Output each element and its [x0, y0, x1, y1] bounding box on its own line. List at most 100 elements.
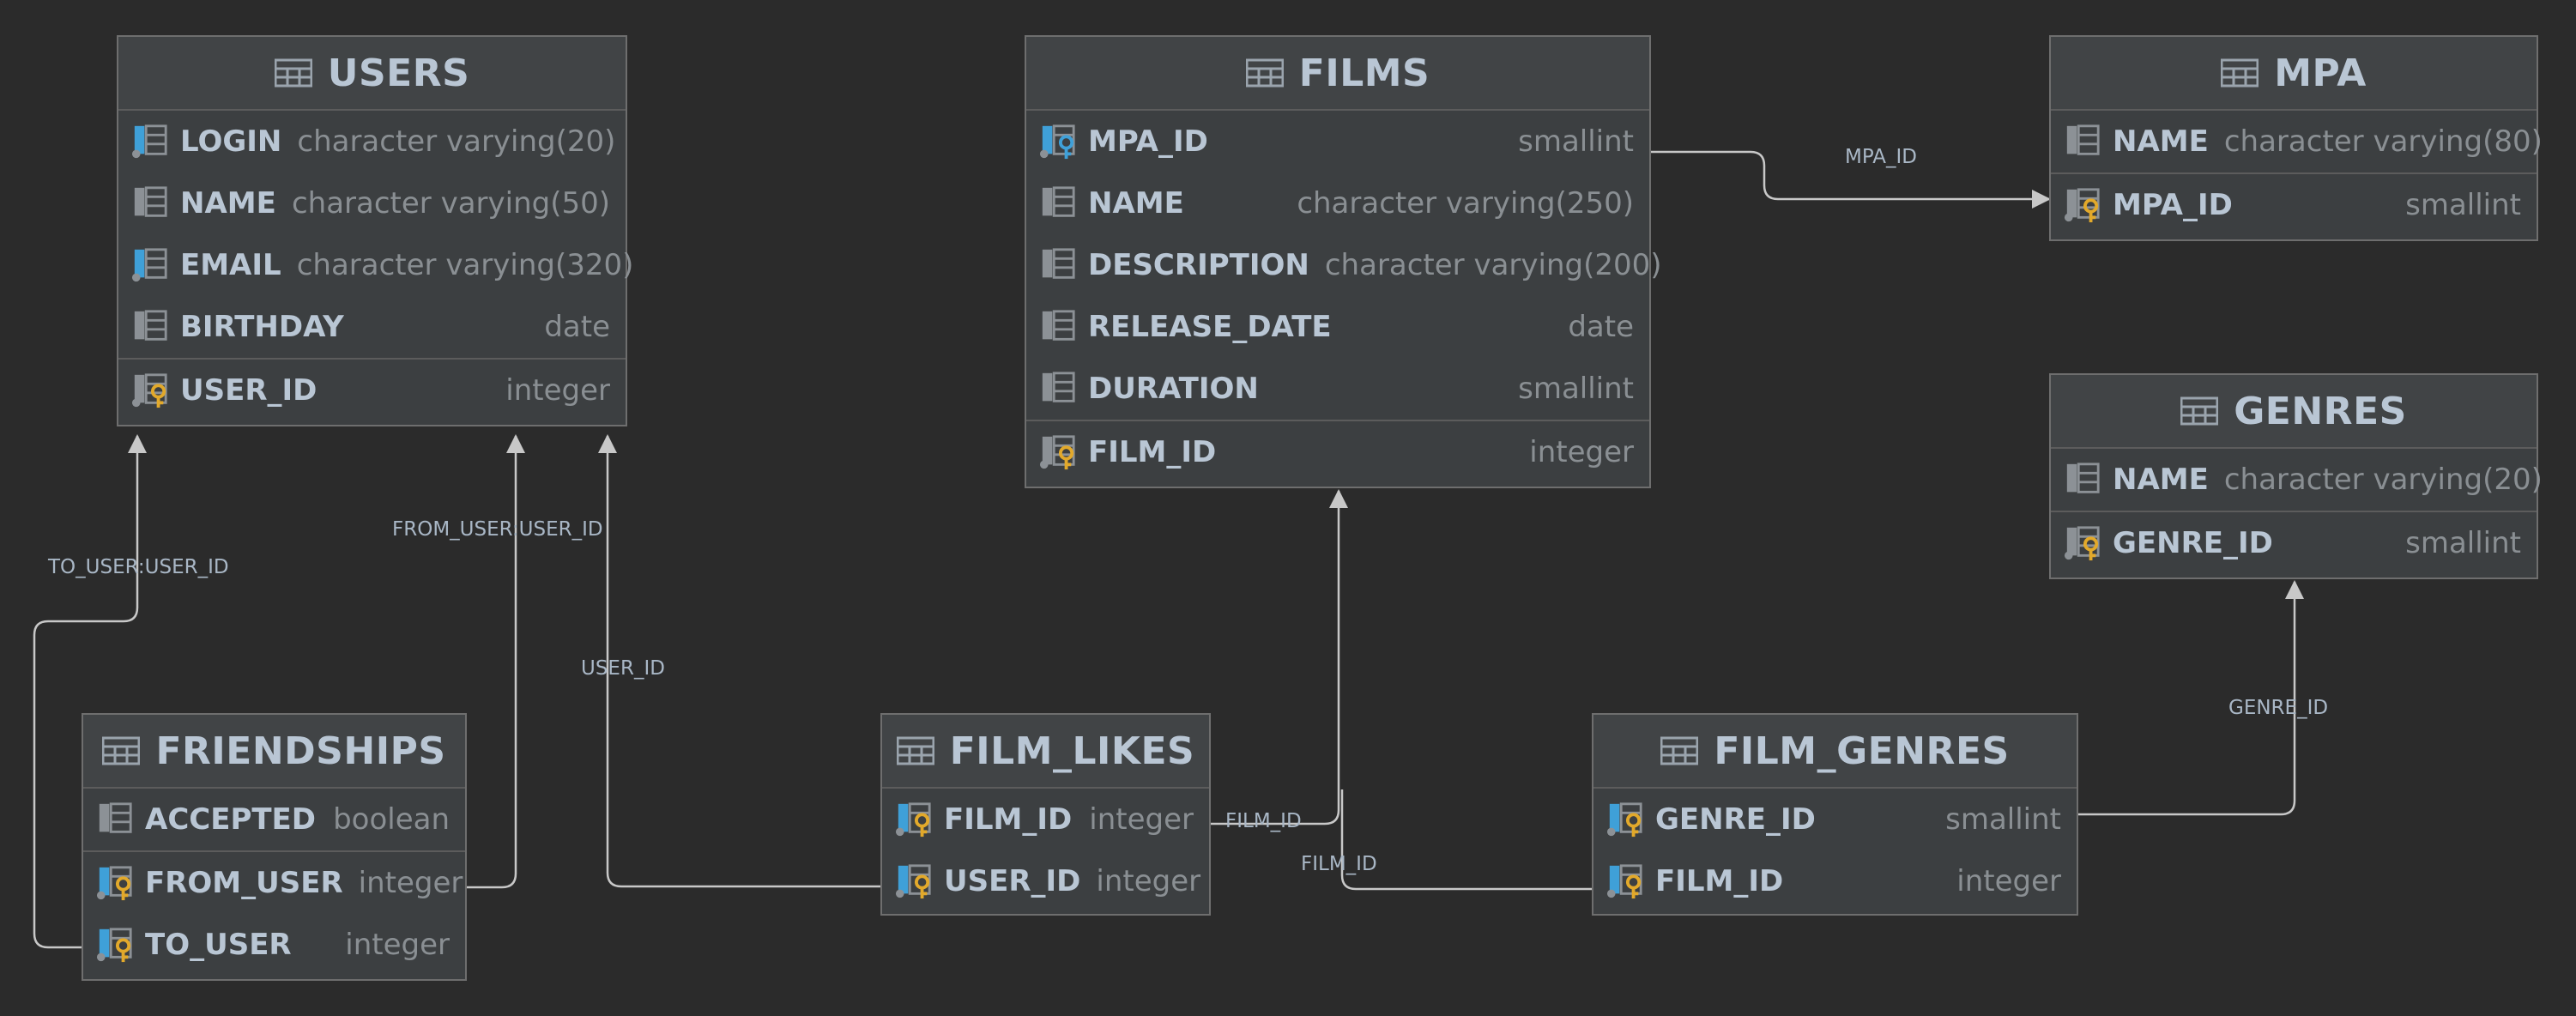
edge-label-genre-id: GENRE_ID — [2228, 697, 2329, 719]
indexed-column-icon — [131, 124, 167, 159]
table-icon — [274, 58, 312, 88]
column-type: integer — [1529, 435, 1634, 469]
table-header[interactable]: FILM_LIKES — [882, 715, 1209, 789]
table-icon — [2180, 396, 2219, 426]
column-row[interactable]: TO_USER integer — [83, 914, 465, 976]
column-name: NAME — [2113, 124, 2209, 159]
column-name: ACCEPTED — [145, 802, 317, 837]
table-header[interactable]: FILM_GENRES — [1593, 715, 2077, 789]
table-title: MPA — [2274, 51, 2367, 95]
column-type: integer — [1089, 802, 1194, 837]
column-type: character varying(20) — [297, 124, 616, 159]
table-header[interactable]: MPA — [2051, 37, 2537, 111]
column-row[interactable]: FROM_USER integer — [83, 850, 465, 914]
table-header[interactable]: FRIENDSHIPS — [83, 715, 465, 789]
column-name: FILM_ID — [1088, 435, 1217, 469]
column-row[interactable]: DURATION smallint — [1026, 358, 1649, 420]
edge-film-likes-films[interactable] — [1211, 489, 1348, 826]
edge-label-user-id: USER_ID — [581, 657, 665, 680]
column-row[interactable]: ACCEPTED boolean — [83, 789, 465, 850]
table-icon — [1660, 736, 1699, 765]
edge-film-genres-films[interactable] — [1340, 789, 1592, 891]
column-name: FILM_ID — [944, 802, 1073, 837]
column-type: character varying(250) — [1297, 186, 1634, 221]
column-row[interactable]: FILM_ID integer — [882, 789, 1209, 850]
table-icon — [1245, 58, 1284, 88]
column-name: DURATION — [1088, 372, 1259, 406]
column-icon — [99, 802, 132, 833]
column-name: TO_USER — [145, 928, 292, 962]
table-icon — [896, 736, 934, 765]
column-type: character varying(320) — [296, 248, 634, 282]
table-icon — [102, 736, 141, 765]
edge-label-mpa-id: MPA_ID — [1845, 146, 1917, 168]
column-icon — [134, 186, 167, 217]
column-type: smallint — [2405, 526, 2521, 560]
table-title: USERS — [327, 51, 470, 95]
primary-key-icon — [1039, 435, 1075, 470]
table-title: FILM_GENRES — [1714, 729, 2010, 773]
column-type: date — [1568, 310, 1634, 344]
column-icon — [1042, 310, 1075, 341]
column-type: smallint — [1518, 372, 1634, 406]
column-name: FROM_USER — [145, 866, 343, 900]
column-type: character varying(20) — [2223, 463, 2543, 497]
column-row[interactable]: FILM_ID integer — [1593, 850, 2077, 912]
table-header[interactable]: GENRES — [2051, 375, 2537, 449]
edge-label-film-likes-film-id: FILM_ID — [1225, 810, 1302, 832]
column-row[interactable]: EMAIL character varying(320) — [118, 234, 633, 296]
column-row[interactable]: NAME character varying(20) — [2051, 449, 2543, 511]
edge-film-likes-users[interactable] — [598, 434, 880, 888]
column-name: NAME — [2113, 463, 2209, 497]
column-type: smallint — [2405, 188, 2521, 222]
edge-film-genres-genres[interactable] — [2078, 580, 2304, 816]
column-icon — [1042, 186, 1075, 217]
column-name: RELEASE_DATE — [1088, 310, 1332, 344]
edge-label-from-user: FROM_USER:USER_ID — [392, 518, 603, 541]
edge-label-to-user: TO_USER:USER_ID — [48, 556, 229, 578]
column-row[interactable]: LOGIN character varying(20) — [118, 111, 626, 172]
column-name: BIRTHDAY — [180, 310, 344, 344]
table-genres[interactable]: GENRES NAME character varying(20) GENRE_ID… — [2049, 373, 2543, 579]
column-name: LOGIN — [180, 124, 282, 159]
column-type: integer — [345, 928, 450, 962]
column-type: character varying(200) — [1324, 248, 1662, 282]
edge-films-mpa[interactable] — [1651, 150, 2051, 209]
column-type: integer — [358, 866, 463, 900]
column-name: EMAIL — [180, 248, 281, 282]
column-icon — [1042, 372, 1075, 402]
edge-friendships-from-user[interactable] — [467, 434, 525, 889]
column-row[interactable]: BIRTHDAY date — [118, 296, 626, 358]
table-header[interactable]: USERS — [118, 37, 626, 111]
column-type: smallint — [1945, 802, 2061, 837]
table-header[interactable]: FILMS — [1026, 37, 1649, 111]
column-name: FILM_ID — [1655, 864, 1784, 898]
column-row[interactable]: FILM_ID integer — [1026, 420, 1649, 483]
primary-foreign-key-icon — [895, 802, 931, 838]
column-name: GENRE_ID — [2113, 526, 2273, 560]
column-row[interactable]: GENRE_ID smallint — [2051, 511, 2537, 574]
column-type: character varying(50) — [291, 186, 610, 221]
column-type: integer — [505, 373, 610, 408]
column-type: boolean — [333, 802, 450, 837]
column-type: date — [544, 310, 610, 344]
table-title: FILM_LIKES — [949, 729, 1195, 773]
primary-foreign-key-icon — [895, 864, 931, 899]
column-type: integer — [1956, 864, 2061, 898]
column-row[interactable]: RELEASE_DATE date — [1026, 296, 1649, 358]
